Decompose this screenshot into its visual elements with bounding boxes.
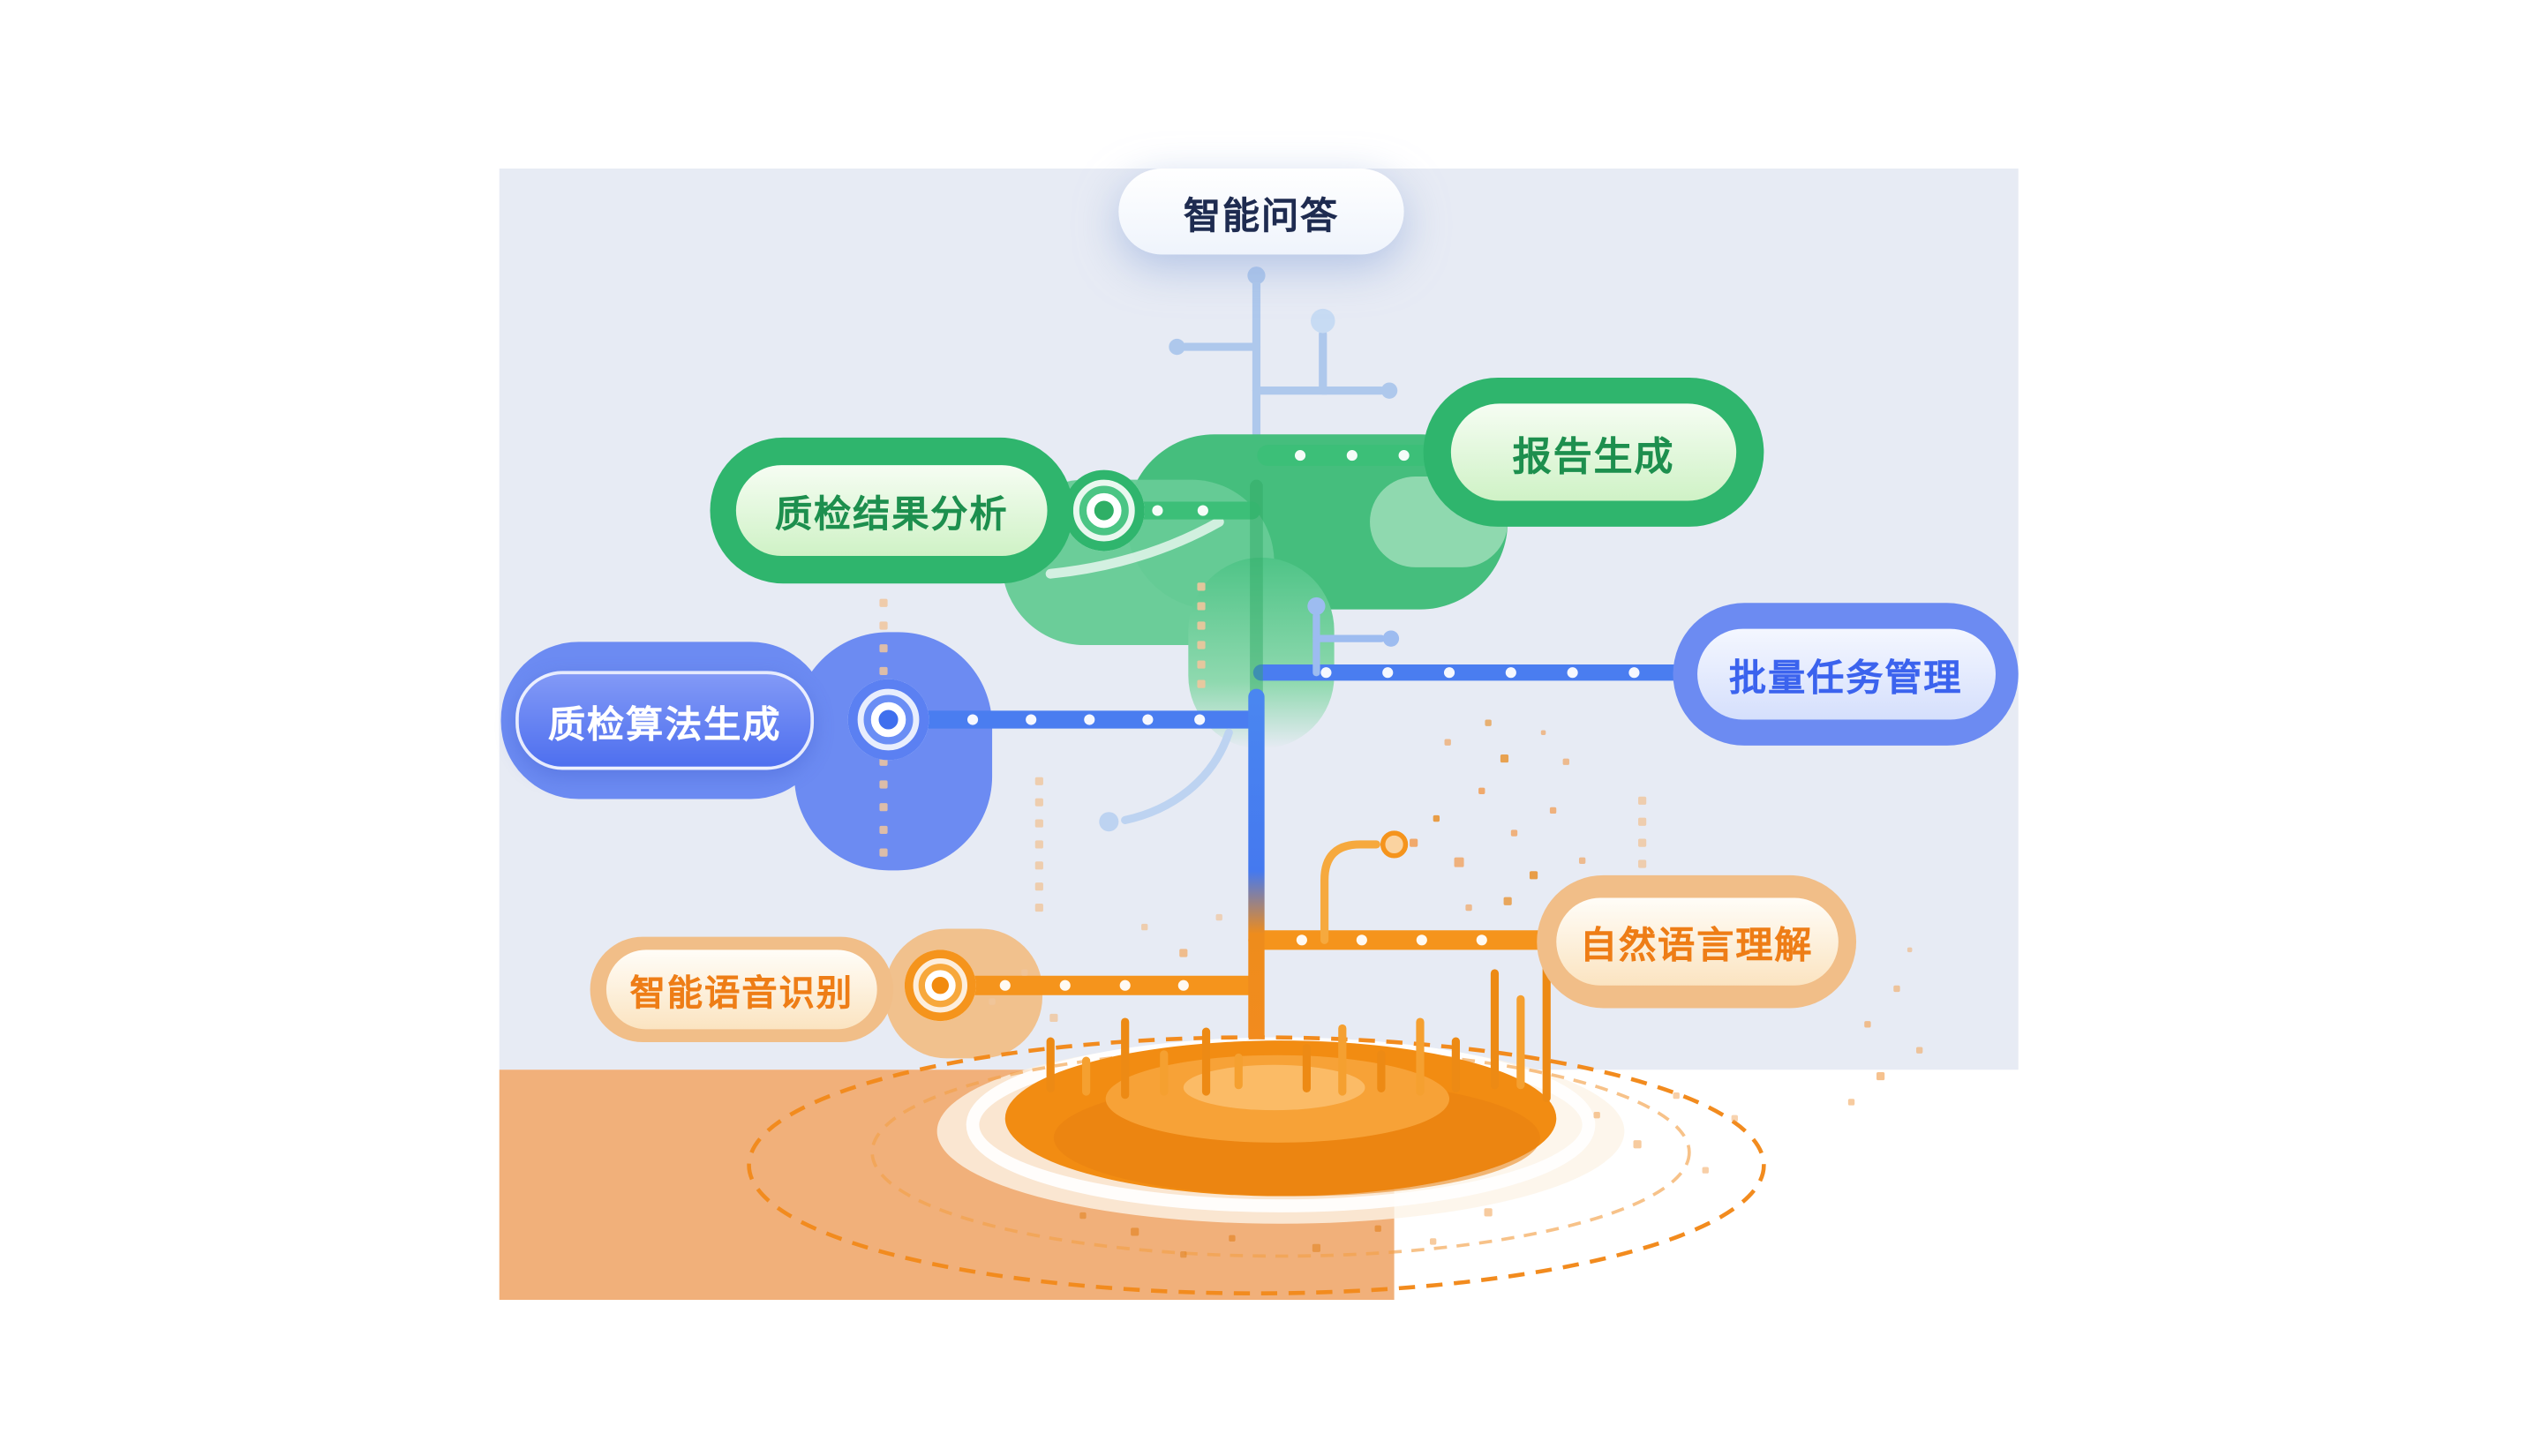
node-intelligent-speech-recognition-pill: 智能语音识别 — [605, 949, 877, 1030]
node-qc-result-analysis-label: 质检结果分析 — [774, 492, 1009, 536]
node-qc-result-analysis: 质检结果分析 — [710, 437, 1073, 584]
node-batch-task-management-label: 批量任务管理 — [1728, 656, 1963, 699]
node-batch-task-management: 批量任务管理 — [1673, 603, 2019, 746]
node-report-generation-pill: 报告生成 — [1450, 403, 1737, 501]
ground-block — [499, 1069, 1395, 1301]
node-qc-algorithm-generation-pill: 质检算法生成 — [515, 671, 815, 770]
node-batch-task-management-pill: 批量任务管理 — [1696, 628, 1996, 720]
node-qc-result-analysis-pill: 质检结果分析 — [735, 465, 1048, 556]
node-report-generation-label: 报告生成 — [1512, 435, 1675, 479]
node-intelligent-qa-label: 智能问答 — [1183, 193, 1340, 236]
node-qc-algorithm-generation: 质检算法生成 — [500, 642, 829, 799]
node-intelligent-qa: 智能问答 — [1118, 169, 1404, 255]
node-natural-language-understanding-label: 自然语言理解 — [1579, 923, 1814, 966]
node-natural-language-understanding: 自然语言理解 — [1537, 874, 1857, 1009]
node-report-generation: 报告生成 — [1423, 377, 1764, 527]
node-natural-language-understanding-pill: 自然语言理解 — [1555, 897, 1838, 986]
node-intelligent-speech-recognition-label: 智能语音识别 — [629, 972, 854, 1013]
node-intelligent-speech-recognition: 智能语音识别 — [590, 936, 894, 1043]
node-qc-algorithm-generation-label: 质检算法生成 — [547, 702, 782, 745]
